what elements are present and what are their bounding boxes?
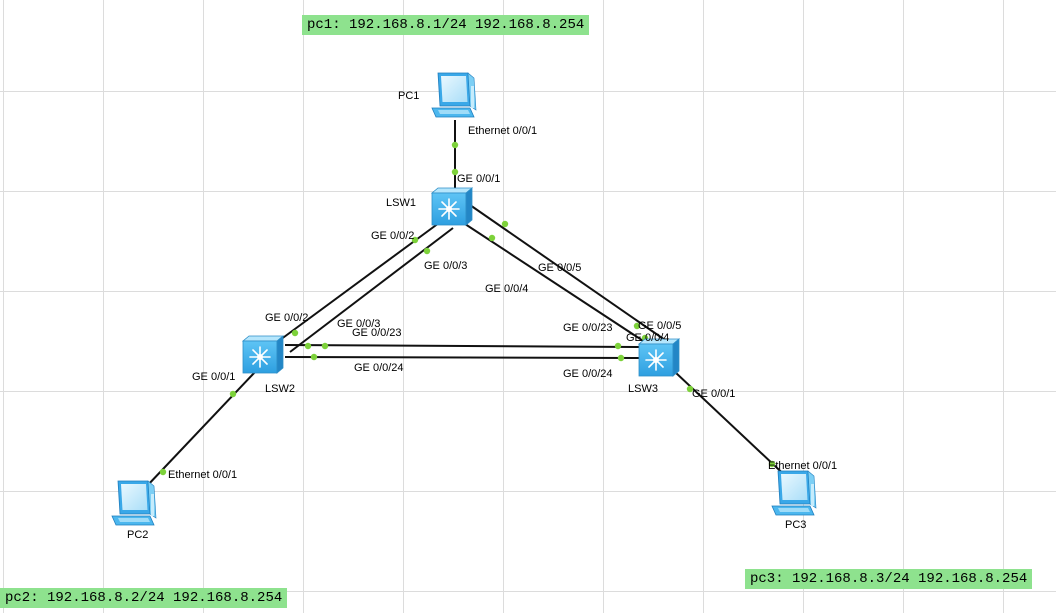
port-label-lsw2-ge1: GE 0/0/1 [192, 371, 236, 383]
lsw2-name[interactable]: LSW2 [265, 383, 295, 395]
port-dot [686, 385, 694, 393]
port-dot [304, 342, 312, 350]
port-dot [488, 234, 496, 242]
port-label-lsw1-ge2: GE 0/0/2 [371, 230, 415, 242]
port-dot [159, 468, 167, 476]
link-lsw2-lsw3-ge23 [284, 344, 646, 348]
port-dot [423, 247, 431, 255]
pc1-address-note[interactable]: pc1: 192.168.8.1/24 192.168.8.254 [302, 15, 590, 35]
port-label-lsw2-ge23: GE 0/0/23 [352, 327, 402, 339]
pc3-address-note[interactable]: pc3: 192.168.8.3/24 192.168.8.254 [745, 569, 1033, 589]
port-label-pc1-eth: Ethernet 0/0/1 [468, 125, 538, 137]
port-label-lsw1-ge4: GE 0/0/4 [485, 283, 529, 295]
port-dot [411, 236, 419, 244]
port-dot [617, 354, 625, 362]
port-dot [451, 141, 459, 149]
port-label-pc2-eth: Ethernet 0/0/1 [168, 469, 238, 481]
port-dots [159, 141, 776, 476]
pc1-name[interactable]: PC1 [398, 90, 420, 102]
port-dot [633, 322, 641, 330]
link-lsw2-pc2 [145, 371, 256, 488]
port-label-lsw1-ge5: GE 0/0/5 [538, 262, 582, 274]
port-dot [229, 390, 237, 398]
pc3-name[interactable]: PC3 [785, 519, 807, 531]
pc2-pc-icon [111, 480, 157, 526]
port-label-lsw1-ge3: GE 0/0/3 [424, 260, 468, 272]
pc1-pc-icon [431, 72, 477, 118]
port-label-lsw3-ge24: GE 0/0/24 [563, 368, 613, 380]
port-label-lsw2-ge24: GE 0/0/24 [354, 362, 404, 374]
pc2-name[interactable]: PC2 [127, 529, 149, 541]
lsw3-name[interactable]: LSW3 [628, 383, 658, 395]
port-label-lsw1-ge1: GE 0/0/1 [457, 173, 501, 185]
port-label-lsw3-ge5: GE 0/0/5 [638, 320, 682, 332]
port-dot [321, 342, 329, 350]
port-label-lsw3-ge23: GE 0/0/23 [563, 322, 613, 334]
lsw2-switch-icon [242, 335, 284, 374]
port-dot [501, 220, 509, 228]
pc2-address-note[interactable]: pc2: 192.168.8.2/24 192.168.8.254 [0, 588, 288, 608]
port-dot [291, 329, 299, 337]
port-dot [310, 353, 318, 361]
port-label-lsw2-ge2: GE 0/0/2 [265, 312, 309, 324]
lsw1-name[interactable]: LSW1 [386, 197, 416, 209]
link-lsw1-lsw3-ge5 [469, 204, 666, 341]
port-label-lsw3-ge1: GE 0/0/1 [692, 388, 736, 400]
link-lsw1-lsw3-ge4 [461, 221, 661, 353]
port-dot [451, 168, 459, 176]
port-dot [768, 460, 776, 468]
port-label-pc3-eth: Ethernet 0/0/1 [768, 460, 838, 472]
lsw1-switch-icon [431, 187, 473, 226]
port-dot [614, 342, 622, 350]
pc3-pc-icon [771, 470, 817, 516]
link-lsw2-lsw3-ge24 [284, 356, 646, 359]
port-label-lsw2-ge3: GE 0/0/3 [337, 318, 381, 330]
port-label-lsw3-ge4: GE 0/0/4 [626, 332, 670, 344]
